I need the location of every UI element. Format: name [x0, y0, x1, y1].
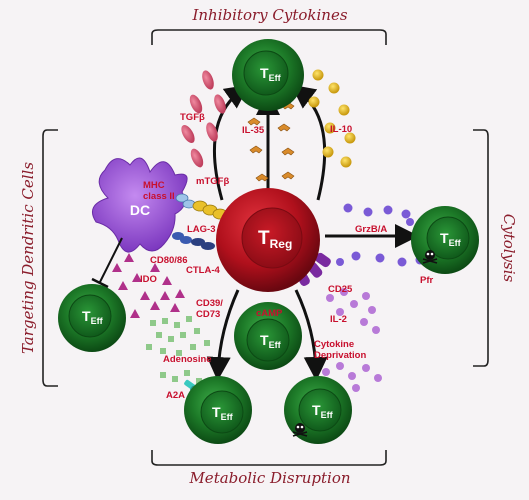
arrow-adenosine: [206, 289, 240, 381]
svg-text:TReg: TReg: [258, 228, 292, 251]
teff-center-bottom: TEff: [234, 302, 302, 370]
teff-top: TEff: [232, 39, 304, 111]
ido-particles: [112, 253, 185, 318]
treg-sub: Reg: [270, 237, 293, 251]
dc-label: DC: [130, 202, 150, 218]
label-cd25: CD25: [328, 284, 353, 295]
teff-br-main: T: [312, 402, 321, 418]
label-cd73: CD73: [196, 309, 220, 320]
heading-metabolic-disruption: Metabolic Disruption: [188, 469, 350, 487]
teff-bl-main: T: [212, 404, 221, 420]
heading-targeting-dendritic-cells: Targeting Dendritic Cells: [19, 162, 37, 354]
label-a2a: A2A: [166, 390, 185, 401]
teff-bottom-left: TEff: [184, 376, 252, 444]
arrow-il10: [290, 84, 327, 201]
dc-inhibition-line: [99, 237, 123, 283]
heading-inhibitory-cytokines: Inhibitory Cytokines: [191, 6, 347, 24]
right-bracket: [473, 129, 489, 367]
label-tgfb: TGFβ: [180, 112, 205, 123]
teff-top-sub: Eff: [269, 73, 282, 83]
label-il10: IL-10: [330, 124, 352, 135]
label-cd39: CD39/: [196, 298, 223, 309]
label-ctla4: CTLA-4: [186, 265, 220, 276]
skull-icon: [292, 423, 308, 437]
heading-cytolysis: Cytolysis: [500, 214, 518, 283]
arrow-il2-deprivation: [294, 289, 328, 381]
svg-text:TEff: TEff: [260, 65, 282, 83]
dc-inhibition-bar: [91, 277, 109, 289]
treg-cell: TReg: [216, 188, 320, 292]
teff-center-main: T: [260, 332, 269, 348]
teff-right-sub: Eff: [449, 238, 462, 248]
teff-left: TEff: [58, 284, 126, 352]
teff-br-sub: Eff: [321, 410, 334, 420]
label-lag3: LAG-3: [187, 224, 216, 235]
teff-top-main: T: [260, 65, 269, 81]
teff-right: TEff: [411, 206, 479, 274]
label-camp: cAMP: [256, 308, 283, 319]
teff-right-main: T: [440, 230, 449, 246]
teff-bottom-right: TEff: [284, 376, 352, 444]
label-grzb: GrzB/A: [355, 224, 387, 235]
svg-text:TEff: TEff: [82, 308, 104, 326]
label-class2: class II: [143, 191, 175, 202]
label-deprivation: Deprivation: [314, 350, 366, 361]
label-ido: IDO: [140, 274, 157, 285]
label-cytokine: Cytokine: [314, 339, 354, 350]
label-mtgfb: mTGFβ: [196, 176, 229, 187]
dendritic-cell: DC: [92, 157, 188, 253]
teff-left-main: T: [82, 308, 91, 324]
skull-icon: [422, 250, 438, 264]
adenosine-particles: [146, 316, 210, 384]
label-mhc: MHC: [143, 180, 165, 191]
label-adenosine: Adenosine: [163, 354, 212, 365]
mhc-lag3-contact: [175, 193, 228, 220]
bottom-bracket: [151, 450, 387, 466]
left-bracket: [42, 129, 58, 387]
cd80-ctla4-contact: [172, 232, 215, 250]
label-cd8086: CD80/86: [150, 255, 188, 266]
label-pfr: Pfr: [420, 275, 434, 286]
svg-text:TEff: TEff: [260, 332, 282, 350]
il10-particles: [308, 69, 356, 168]
label-il35: IL-35: [242, 125, 265, 136]
teff-center-sub: Eff: [269, 340, 282, 350]
top-bracket: [151, 29, 387, 45]
label-il2: IL-2: [330, 314, 347, 325]
svg-text:TEff: TEff: [440, 230, 462, 248]
tgfb-particles: [181, 70, 226, 168]
teff-left-sub: Eff: [91, 316, 104, 326]
svg-text:TEff: TEff: [212, 404, 234, 422]
teff-bl-sub: Eff: [221, 412, 234, 422]
svg-text:TEff: TEff: [312, 402, 334, 420]
treg-main: T: [258, 228, 270, 249]
